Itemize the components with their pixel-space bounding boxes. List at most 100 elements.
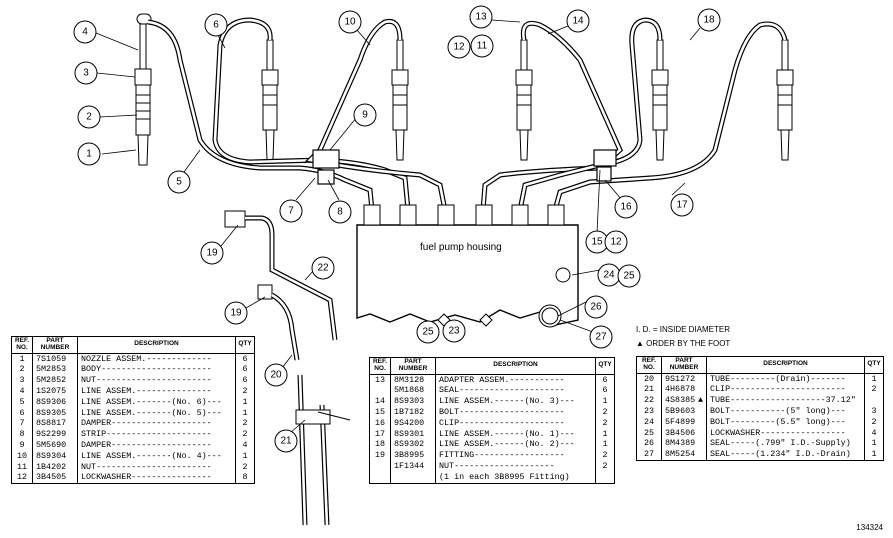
description-text: NUT-----------------------	[81, 375, 212, 386]
ref-cell: 26	[636, 438, 662, 450]
qty-cell: 2	[595, 417, 615, 429]
ref-cell: 23	[636, 406, 662, 417]
ref-cell: 9	[11, 440, 33, 451]
qty-cell: 1	[235, 407, 255, 419]
description-cell: ADAPTER ASSEM.-----------	[435, 374, 596, 386]
svg-text:3: 3	[83, 68, 89, 79]
part-cell: 3B4505	[32, 472, 78, 485]
description-text: LINE ASSEM.-------(No. 6)---	[81, 396, 222, 407]
part-cell: 1F1344	[390, 461, 436, 472]
part-cell: 8S9306	[32, 396, 78, 408]
ref-cell: 27	[636, 449, 662, 462]
order-note: ▲ ORDER BY THE FOOT	[636, 339, 731, 348]
qty-cell: 1	[595, 439, 615, 451]
description-text: LOCKWASHER-----------------	[710, 427, 846, 438]
svg-text:9: 9	[362, 110, 368, 121]
qty-cell: 2	[595, 450, 615, 461]
callout: 21	[274, 429, 298, 453]
svg-text:26: 26	[590, 302, 602, 313]
description-text: BOLT---------(5.5" long)---	[710, 416, 846, 427]
svg-text:18: 18	[703, 15, 715, 26]
callout: 23	[442, 319, 466, 343]
ref-cell: 5	[11, 396, 33, 408]
ref-cell: 3	[11, 375, 33, 387]
part-cell: 9S2299	[32, 429, 78, 440]
table-header-row: REF. NO. PART NUMBER DESCRIPTION QTY	[369, 357, 615, 375]
description-text: TUBE---------(Drain)-------	[710, 373, 846, 384]
description-text: LINE ASSEM.------(No. 2)---	[439, 439, 575, 450]
callout: 24	[597, 263, 621, 287]
description-text: BODY----------------------	[81, 364, 212, 375]
id-note: I. D. = INSIDE DIAMETER	[636, 325, 731, 334]
description-cell: TUBE---------(Drain)-------	[706, 373, 865, 385]
svg-text:20: 20	[270, 370, 282, 381]
qty-header: QTY	[864, 356, 884, 374]
part-cell: 1B7182	[390, 407, 436, 418]
description-text: FITTING------------------	[439, 450, 565, 461]
part-cell: 8S9305	[32, 407, 78, 419]
description-cell: (1 in each 3B8995 Fitting)	[435, 471, 596, 484]
description-text: NUT-----------------------	[81, 461, 212, 472]
description-text: SEAL-----(1.234" I.D.-Drain)	[710, 449, 851, 460]
part-header: PART NUMBER	[390, 357, 436, 375]
ref-cell: 16	[369, 417, 391, 429]
part-cell: 8M3128	[390, 374, 436, 386]
qty-header: QTY	[595, 357, 615, 375]
callout: 6	[204, 13, 228, 37]
svg-text:2: 2	[86, 112, 92, 123]
description-text: (1 in each 3B8995 Fitting)	[439, 471, 570, 482]
ref-cell: 22	[636, 395, 662, 407]
description-text: LINE ASSEM.---------------	[81, 386, 212, 397]
callout: 25	[617, 264, 641, 288]
description-header: DESCRIPTION	[706, 356, 865, 374]
svg-text:15: 15	[591, 237, 603, 248]
qty-cell: 4	[235, 440, 255, 451]
description-text: LINE ASSEM.------(No. 1)---	[439, 428, 575, 439]
description-text: SEAL-----(.799" I.D.-Supply)	[710, 438, 851, 449]
qty-cell: 1	[595, 428, 615, 440]
part-cell: 9S1272	[661, 373, 707, 385]
nozzle-6	[776, 39, 794, 161]
description-text: BOLT-----------(5" long)---	[710, 406, 846, 417]
part-header: PART NUMBER	[32, 336, 78, 354]
svg-text:10: 10	[344, 17, 356, 28]
svg-text:14: 14	[572, 16, 584, 27]
part-cell: 1B4202	[32, 461, 78, 473]
ref-cell: 20	[636, 373, 662, 385]
description-text: LINE ASSEM.------(No. 3)---	[439, 396, 575, 407]
callout: 26	[584, 295, 608, 319]
description-cell: DAMPER--------------------	[77, 440, 236, 451]
ref-cell	[369, 385, 391, 397]
description-text: NOZZLE ASSEM.-------------	[81, 353, 212, 364]
ref-header: REF. NO.	[636, 356, 662, 374]
description-text: LOCKWASHER----------------	[81, 472, 212, 483]
callout: 8	[328, 200, 352, 224]
table-row: 1F1344 NUT--------------------2	[369, 461, 615, 472]
description-cell: NOZZLE ASSEM.-------------	[77, 353, 236, 365]
part-header: PART NUMBER	[661, 356, 707, 374]
qty-cell: 6	[235, 364, 255, 376]
ref-cell: 10	[11, 450, 33, 462]
qty-cell: 3	[864, 406, 884, 417]
qty-cell: 1	[864, 373, 884, 385]
qty-cell: 1	[864, 449, 884, 462]
description-cell: LINE ASSEM.-------(No. 4)---	[77, 450, 236, 462]
callouts: 4 3 2 1 5 6 7 8 9 10 13 12 11 14 18 15 1…	[73, 5, 721, 453]
